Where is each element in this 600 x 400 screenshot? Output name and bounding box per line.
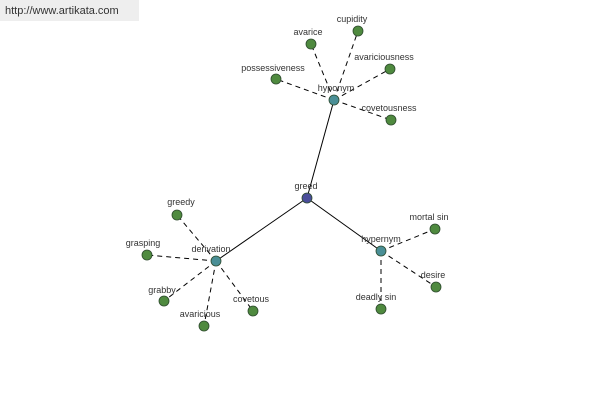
word-node-label: avariciousness [354, 52, 414, 62]
word-node[interactable] [430, 281, 442, 293]
word-node[interactable] [385, 114, 397, 126]
word-node-label: grabby [148, 285, 176, 295]
root-node-greed[interactable] [301, 192, 313, 204]
edge-root-hypernym [306, 197, 382, 252]
edge-hypernym-word [380, 250, 437, 288]
word-node-label: cupidity [337, 14, 368, 24]
relation-node-label: derivation [191, 244, 230, 254]
edge-hyponym-word [333, 68, 391, 101]
graph-edges [146, 30, 437, 327]
site-url-label: http://www.artikata.com [0, 0, 139, 21]
word-node-label: covetousness [361, 103, 417, 113]
edge-hyponym-word [333, 30, 359, 101]
word-node-label: grasping [126, 238, 161, 248]
relation-node-hypernym[interactable] [375, 245, 387, 257]
edge-root-derivation [215, 197, 308, 262]
word-node[interactable] [158, 295, 170, 307]
edge-hyponym-word [275, 78, 335, 101]
relation-node-derivation[interactable] [210, 255, 222, 267]
word-node-label: deadly sin [356, 292, 397, 302]
edge-derivation-word [163, 260, 217, 302]
word-node-label: desire [421, 270, 446, 280]
edge-root-hyponym [306, 99, 335, 199]
word-node-label: possessiveness [241, 63, 305, 73]
word-node[interactable] [247, 305, 259, 317]
relation-node-label: hyponym [318, 83, 355, 93]
word-node-label: covetous [233, 294, 270, 304]
word-node[interactable] [171, 209, 183, 221]
word-node[interactable] [305, 38, 317, 50]
edge-hypernym-word [380, 228, 436, 252]
relation-node-label: hypernym [361, 234, 401, 244]
word-node[interactable] [270, 73, 282, 85]
word-node[interactable] [384, 63, 396, 75]
word-node-label: mortal sin [409, 212, 448, 222]
word-node-label: avaricious [180, 309, 221, 319]
edge-derivation-word [215, 260, 254, 312]
root-node-label: greed [294, 181, 317, 191]
edge-derivation-word [203, 260, 217, 327]
edge-hyponym-word [333, 99, 392, 121]
word-node[interactable] [429, 223, 441, 235]
word-node[interactable] [375, 303, 387, 315]
word-node[interactable] [352, 25, 364, 37]
edge-derivation-word [176, 214, 217, 262]
word-node-label: greedy [167, 197, 195, 207]
relation-node-hyponym[interactable] [328, 94, 340, 106]
graph-nodes: greed hyponym cupidity avarice avariciousnes… [126, 14, 449, 332]
edge-derivation-word [146, 254, 217, 262]
edge-hyponym-word [310, 43, 335, 101]
word-node-label: avarice [293, 27, 322, 37]
word-node[interactable] [141, 249, 153, 261]
word-node[interactable] [198, 320, 210, 332]
